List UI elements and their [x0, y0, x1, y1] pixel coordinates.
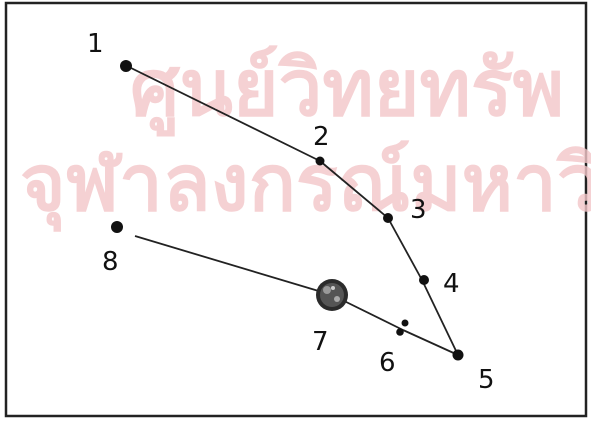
point-7 [316, 279, 348, 311]
point-8-label: 8 [102, 247, 119, 277]
segment-1-2 [126, 65, 321, 162]
point-1 [120, 60, 132, 72]
segment-5-6 [402, 329, 459, 356]
point-7-label: 7 [312, 327, 329, 357]
point-6 [396, 319, 409, 336]
segment-2-3 [319, 160, 389, 219]
point-2-label: 2 [313, 122, 330, 152]
point-8 [111, 221, 123, 233]
segment-7-8 [134, 235, 333, 296]
point-2 [315, 156, 325, 166]
watermark-line-1: ศูนย์วิทยทรัพ [130, 44, 564, 137]
point-5 [452, 349, 464, 361]
point-4-label: 4 [443, 269, 460, 299]
point-3-label: 3 [410, 195, 427, 225]
point-3 [383, 213, 393, 223]
diagram-border [4, 1, 588, 418]
point-6-label: 6 [379, 348, 396, 378]
point-5-label: 5 [478, 365, 495, 395]
segment-4-5 [421, 279, 459, 356]
point-1-label: 1 [87, 29, 104, 59]
segment-3-4 [387, 217, 423, 281]
point-4 [419, 275, 429, 285]
